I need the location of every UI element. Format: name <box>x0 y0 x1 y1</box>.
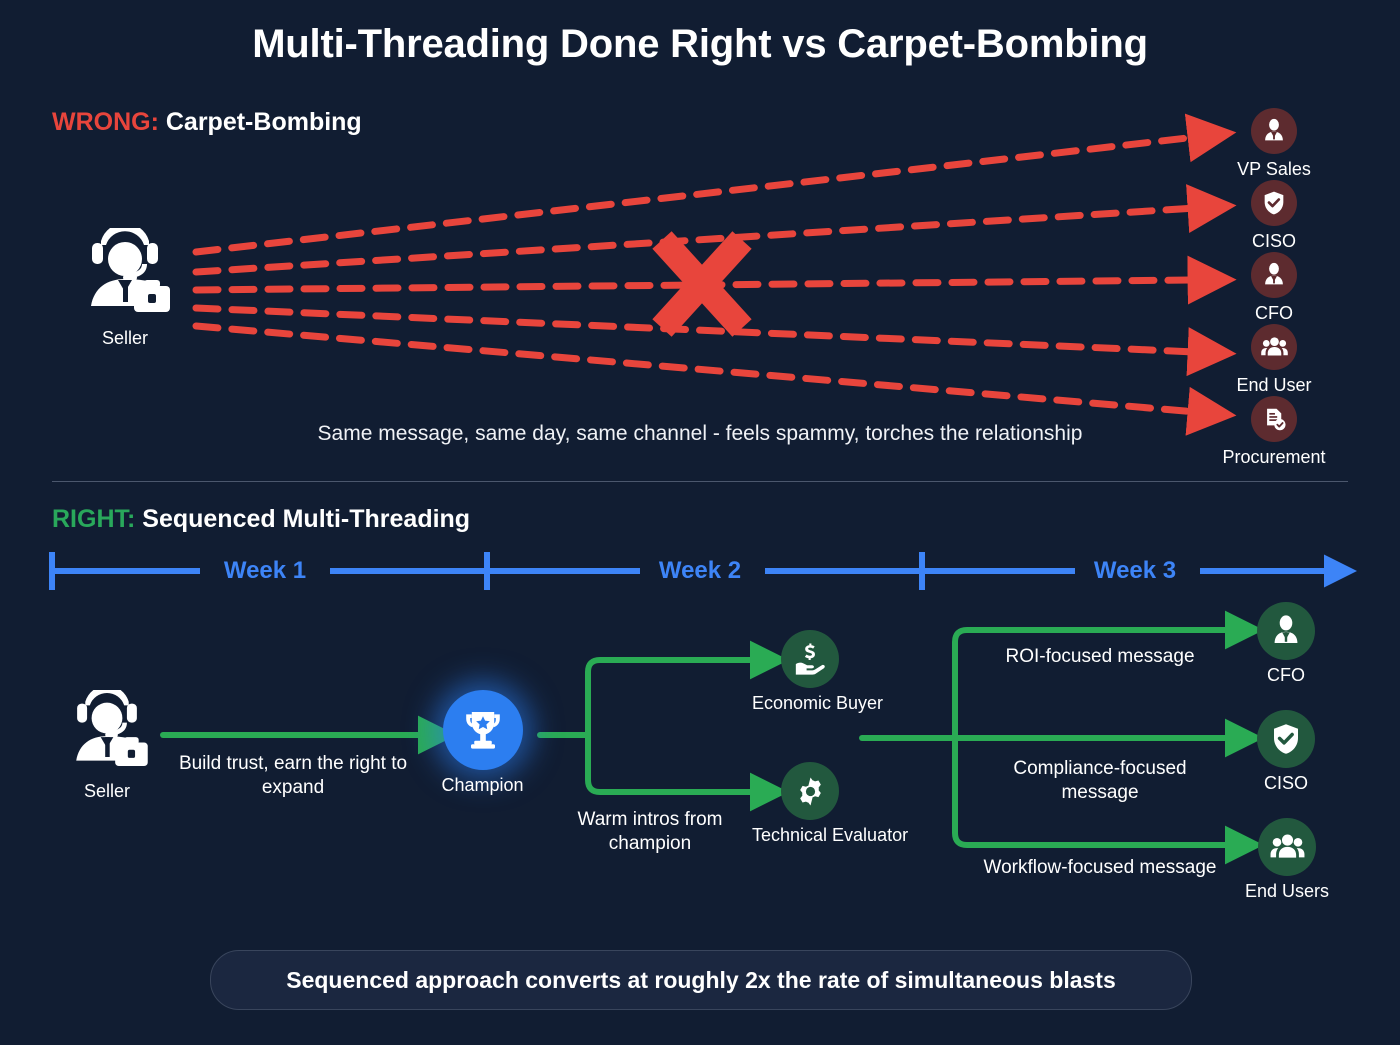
target-node-end-user: End User <box>1228 324 1320 395</box>
gear-icon <box>781 762 839 820</box>
headset-agent-icon <box>70 228 180 323</box>
timeline-week-3: Week 3 <box>1093 557 1177 584</box>
stage3-node-ciso: CISO <box>1228 710 1344 793</box>
target-node-vp-sales: VP Sales <box>1228 108 1320 179</box>
people-group-icon <box>1258 818 1316 876</box>
executive-person-icon <box>1251 108 1297 154</box>
stage3-label-cfo: CFO <box>1267 665 1305 685</box>
wrong-keyword: WRONG: <box>52 108 166 136</box>
x-mark-icon <box>652 231 752 337</box>
champion-label: Champion <box>441 775 524 795</box>
stage3-label-end-users: End Users <box>1244 881 1330 901</box>
stage3-node-end-users: End Users <box>1212 818 1362 901</box>
message-label-compliance: Compliance-focused message <box>1013 758 1187 803</box>
section-divider <box>52 481 1348 482</box>
trophy-star-icon <box>442 690 523 770</box>
stage2-node-economic-buyer: Economic Buyer <box>752 630 884 713</box>
carpet-bombing-caption: Same message, same day, same channel - f… <box>317 422 1083 445</box>
page-title: Multi-Threading Done Right vs Carpet-Bom… <box>252 22 1148 66</box>
target-node-cfo: CFO <box>1228 252 1320 323</box>
wrong-seller-node: Seller <box>60 228 190 348</box>
champion-node: Champion <box>425 690 540 795</box>
shield-check-icon <box>1251 180 1297 226</box>
stage3-node-cfo: CFO <box>1228 602 1344 685</box>
executive-person-icon <box>1251 252 1297 298</box>
target-label-vp-sales: VP Sales <box>1237 159 1311 179</box>
timeline-week-2: Week 2 <box>658 557 742 584</box>
timeline-week-1: Week 1 <box>223 557 307 584</box>
document-check-icon <box>1251 396 1297 442</box>
executive-person-icon <box>1257 602 1315 660</box>
message-label-roi: ROI-focused message <box>1005 646 1195 667</box>
headset-agent-icon <box>58 690 156 776</box>
target-label-end-user: End User <box>1236 375 1312 395</box>
target-label-cfo: CFO <box>1255 303 1293 323</box>
target-label-procurement: Procurement <box>1222 447 1326 467</box>
right-keyword: RIGHT: <box>52 505 143 533</box>
right-heading: Sequenced Multi-Threading <box>142 505 471 533</box>
message-label-workflow: Workflow-focused message <box>983 857 1217 878</box>
stage3-label-ciso: CISO <box>1263 773 1308 793</box>
stage2-label-economic-buyer: Economic Buyer <box>752 693 884 713</box>
edge-label-build-trust: Build trust, earn the right to expand <box>178 753 408 798</box>
wrong-section-header: WRONG: Carpet-Bombing <box>52 108 362 137</box>
shield-check-icon <box>1257 710 1315 768</box>
people-group-icon <box>1251 324 1297 370</box>
right-seller-label: Seller <box>83 781 131 801</box>
stage2-node-technical-evaluator: Technical Evaluator <box>752 762 909 845</box>
target-label-ciso: CISO <box>1251 231 1296 251</box>
right-seller-node: Seller <box>48 690 166 801</box>
right-section-header: RIGHT: Sequenced Multi-Threading <box>52 505 470 534</box>
target-node-procurement: Procurement <box>1208 396 1340 467</box>
wrong-seller-label: Seller <box>101 328 149 348</box>
footer-banner: Sequenced approach converts at roughly 2… <box>210 950 1192 1010</box>
hand-dollar-icon <box>781 630 839 688</box>
wrong-heading: Carpet-Bombing <box>165 108 362 136</box>
edge-label-warm-intros: Warm intros from champion <box>577 809 723 854</box>
target-node-ciso: CISO <box>1228 180 1320 251</box>
stage2-label-technical-evaluator: Technical Evaluator <box>752 825 909 845</box>
